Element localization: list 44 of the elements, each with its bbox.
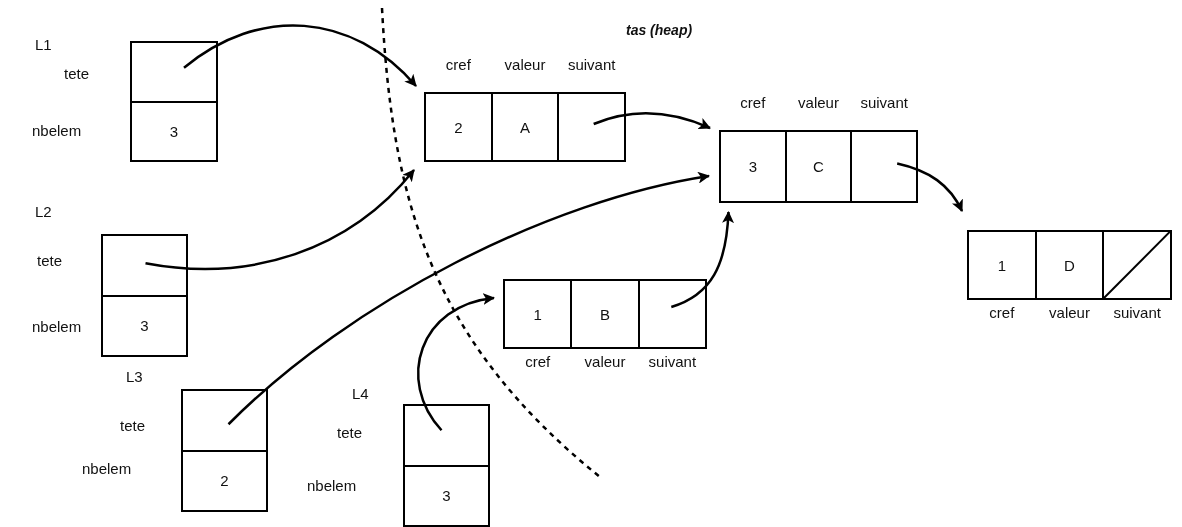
field-label: valeur xyxy=(584,353,626,370)
field-label: valeur xyxy=(1049,304,1090,321)
pointer-arrow xyxy=(145,169,415,271)
pointer-arrow xyxy=(896,162,964,212)
cell-value: B xyxy=(600,305,610,323)
pointer-arrow xyxy=(183,24,417,87)
list-variable-name: L1 xyxy=(35,36,52,53)
field-label: valeur xyxy=(798,94,839,111)
field-label: nbelem xyxy=(307,476,357,494)
cell-value: 1 xyxy=(997,256,1006,274)
cell-value: A xyxy=(520,118,530,136)
list-variable-name: L4 xyxy=(352,385,369,402)
cell-value: 3 xyxy=(140,317,149,335)
field-label: tete xyxy=(337,424,363,441)
cell-value: D xyxy=(1064,256,1075,274)
field-label: suivant xyxy=(860,94,908,111)
pointer-arrow xyxy=(417,293,495,431)
cell-value: 3 xyxy=(748,158,757,175)
cell-value: 1 xyxy=(533,305,542,323)
field-label: tete xyxy=(120,417,146,434)
cell-value: 2 xyxy=(454,118,463,136)
pointer-arrow xyxy=(593,112,711,130)
field-label: cref xyxy=(740,94,766,111)
pointer-arrow xyxy=(670,211,734,309)
cell-value: C xyxy=(813,158,824,175)
cell-value: 2 xyxy=(220,472,229,490)
field-label: nbelem xyxy=(82,459,132,477)
list-variable-name: L3 xyxy=(126,368,143,385)
cell-value: 3 xyxy=(442,487,451,505)
field-label: nbelem xyxy=(32,121,82,139)
field-label: valeur xyxy=(504,56,546,73)
field-label: tete xyxy=(64,65,90,82)
field-label: nbelem xyxy=(32,317,82,335)
field-label: suivant xyxy=(648,353,697,370)
list-variable-name: L2 xyxy=(35,203,52,220)
field-label: cref xyxy=(989,304,1015,321)
field-label: suivant xyxy=(1113,304,1161,321)
field-label: cref xyxy=(525,353,551,370)
pointer-arrow xyxy=(227,172,710,426)
field-label: cref xyxy=(445,56,471,73)
field-label: tete xyxy=(37,252,63,269)
field-label: suivant xyxy=(567,56,616,73)
cell-value: 3 xyxy=(169,122,179,140)
heap-title: tas (heap) xyxy=(626,22,693,38)
